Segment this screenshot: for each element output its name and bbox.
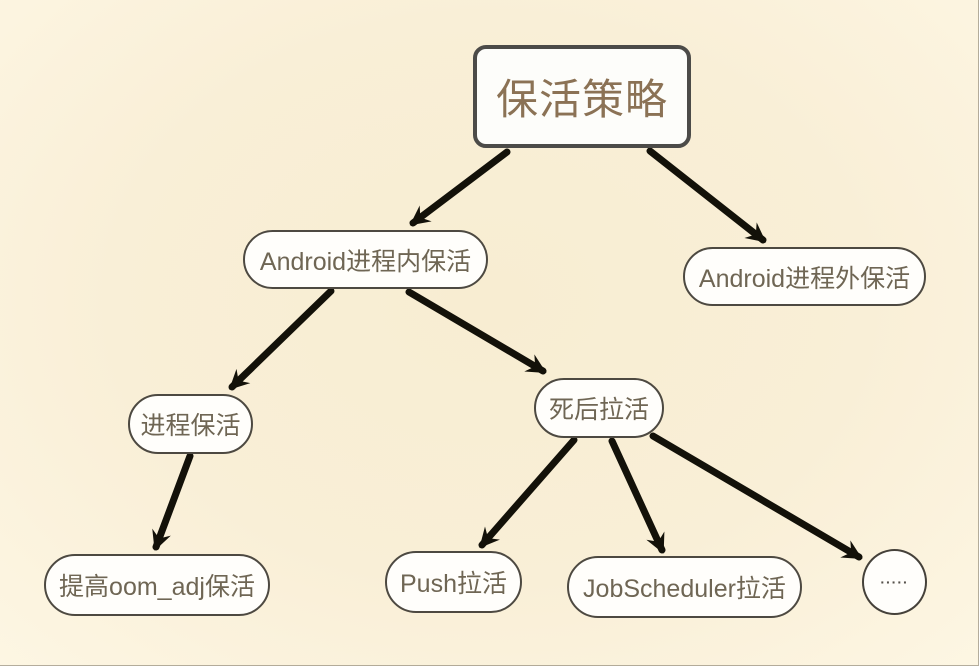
edge-process-keep-to-oom-adj [152, 452, 194, 551]
edge-revive-to-more [649, 432, 863, 561]
node-android-out-of-process-keepalive: Android进程外保活 [683, 247, 926, 306]
edge-root-to-in-process [409, 148, 511, 227]
node-android-in-process-keepalive: Android进程内保活 [243, 230, 488, 289]
node-more-ellipsis: ····· [862, 549, 927, 615]
node-revive-after-death: 死后拉活 [534, 378, 664, 438]
node-process-keepalive: 进程保活 [128, 394, 253, 454]
edge-root-to-out-process [646, 147, 767, 244]
node-root-keepalive-strategy: 保活策略 [473, 45, 691, 148]
edge-in-process-to-revive [405, 288, 547, 375]
node-jobscheduler-revive: JobScheduler拉活 [567, 556, 802, 618]
edge-revive-to-jobscheduler [608, 437, 666, 554]
node-raise-oom-adj-keepalive: 提高oom_adj保活 [44, 554, 270, 616]
edge-in-process-to-process-keep [228, 287, 335, 391]
node-push-revive: Push拉活 [385, 551, 522, 613]
edge-revive-to-push [478, 436, 578, 549]
